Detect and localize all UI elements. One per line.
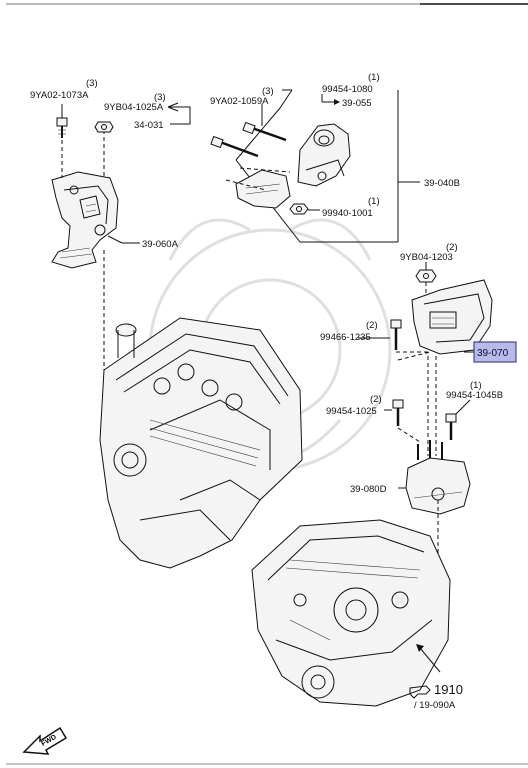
label-39-055[interactable]: 39-055: [342, 98, 372, 109]
bolt-9ya02-1073a[interactable]: [56, 117, 68, 138]
qty-99454-1025: (2): [370, 394, 382, 405]
label-99466-1235[interactable]: 99466-1235: [320, 332, 371, 343]
label-99940-1001[interactable]: 99940-1001: [322, 208, 373, 219]
qty-9yb04-1203: (2): [446, 242, 458, 253]
label-39-040b[interactable]: 39-040B: [424, 178, 460, 189]
label-99454-1025[interactable]: 99454-1025: [326, 406, 377, 417]
nut-9yb04-1203[interactable]: [415, 269, 437, 283]
qty-9yb04-1025a: (3): [154, 92, 166, 103]
left-engine-mount-bracket[interactable]: [51, 171, 119, 269]
fwd-arrow-icon: FWD: [22, 726, 68, 755]
rear-mount-rubber[interactable]: [297, 123, 351, 187]
bolt-9ya02-1059a[interactable]: [210, 121, 287, 158]
qty-99454-1080: (1): [368, 72, 380, 83]
label-19-090a[interactable]: / 19-090A: [414, 700, 456, 711]
transmission-lower-bracket[interactable]: [405, 440, 471, 515]
label-39-060a[interactable]: 39-060A: [142, 239, 179, 250]
label-9yb04-1203[interactable]: 9YB04-1203: [400, 252, 453, 263]
engine-block[interactable]: [99, 317, 303, 569]
label-39-080d[interactable]: 39-080D: [350, 484, 387, 495]
label-99454-1045b[interactable]: 99454-1045B: [446, 390, 503, 401]
qty-9ya02-1073a: (3): [86, 78, 98, 89]
qty-99940-1001: (1): [368, 196, 380, 207]
qty-99454-1045b: (1): [470, 380, 482, 391]
label-9ya02-1059a[interactable]: 9YA02-1059A: [210, 96, 269, 107]
bolt-99466-1235[interactable]: [390, 319, 402, 350]
nut-9yb04-1025a[interactable]: [94, 121, 114, 133]
nut-99940-1001[interactable]: [289, 203, 309, 215]
transmission-case[interactable]: [251, 519, 451, 707]
qty-99466-1235: (2): [366, 320, 378, 331]
transmission-mount[interactable]: [411, 279, 493, 355]
pointing-hand-icon: [409, 685, 431, 699]
bolt-99454-1025[interactable]: [392, 399, 404, 426]
qty-9ya02-1059a: (3): [262, 86, 274, 97]
label-9ya02-1073a[interactable]: 9YA02-1073A: [30, 90, 89, 101]
label-9yb04-1025a[interactable]: 9YB04-1025A: [104, 102, 164, 113]
label-39-070[interactable]: 39-070: [477, 348, 509, 359]
rear-mount-box: [235, 89, 420, 243]
label-99454-1080[interactable]: 99454-1080: [322, 84, 373, 95]
label-1910[interactable]: 1910: [434, 682, 463, 697]
label-34-031[interactable]: 34-031: [134, 120, 164, 131]
bolt-99454-1045b[interactable]: [445, 413, 457, 440]
part-39-070-highlight[interactable]: [473, 341, 517, 363]
